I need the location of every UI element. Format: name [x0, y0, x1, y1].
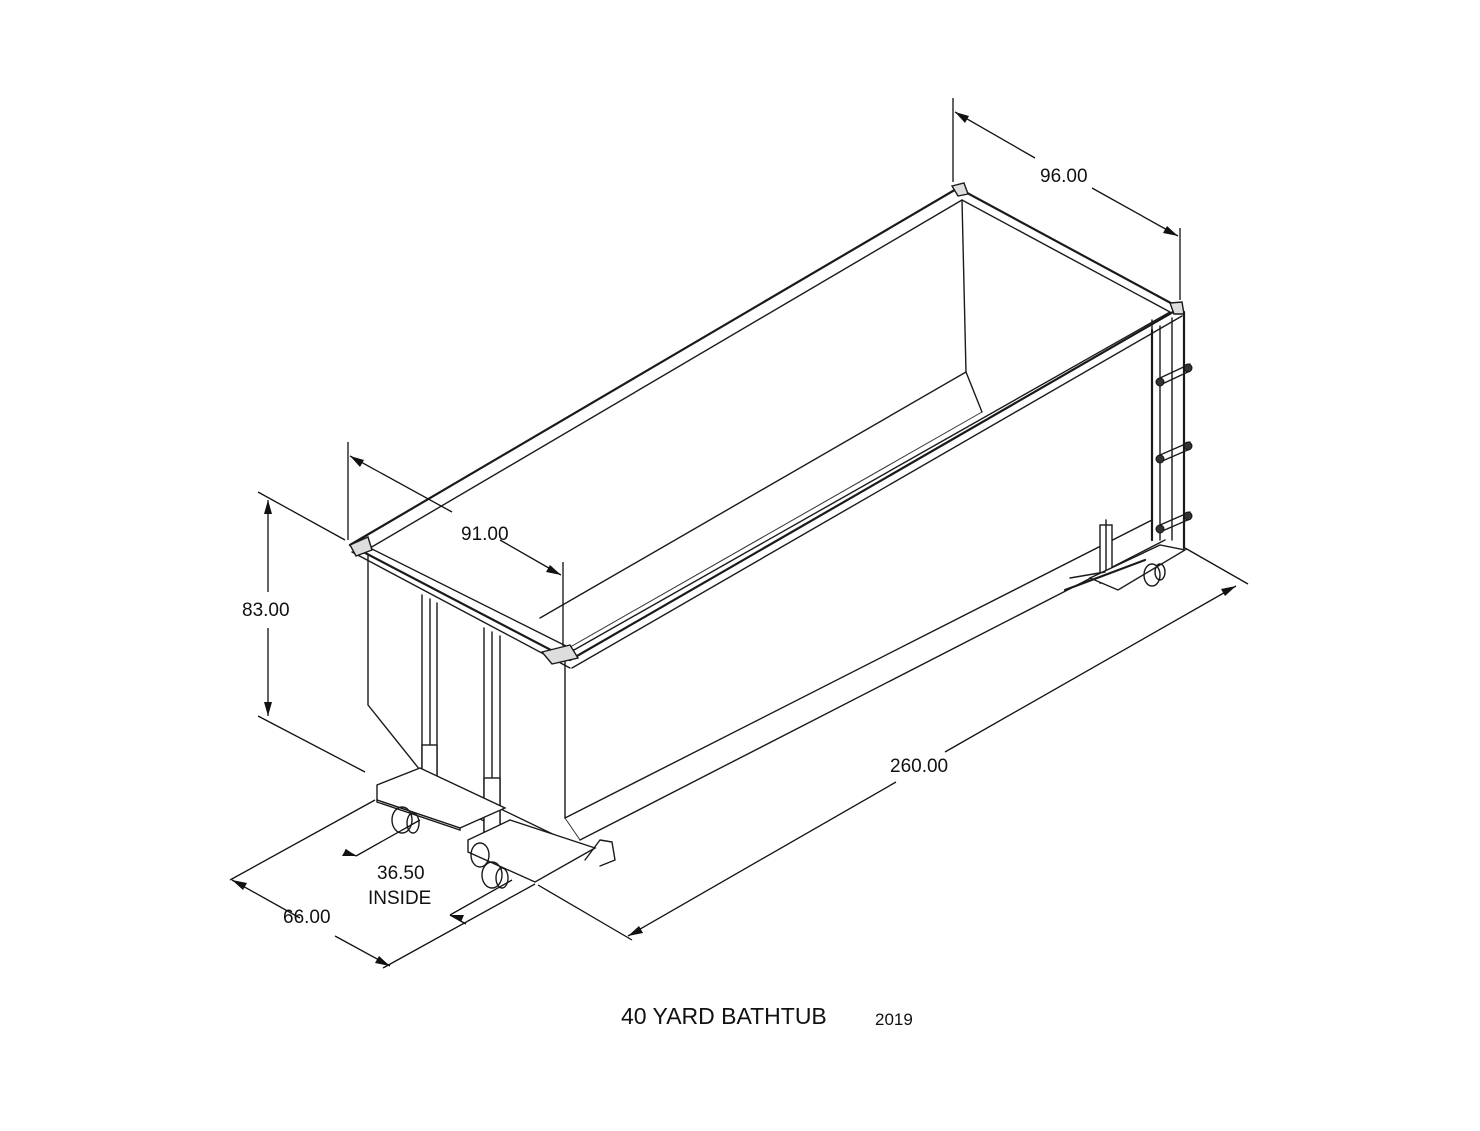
container-body	[348, 182, 1185, 861]
dimension-width: 96.00	[952, 98, 1181, 300]
width-label: 96.00	[1040, 166, 1088, 187]
front-wheels	[391, 806, 616, 889]
dimension-inner-width: 91.00	[347, 442, 564, 646]
height-label: 83.00	[242, 600, 290, 621]
rail-spacing-label: 36.50	[377, 863, 425, 884]
rail-spacing-note: INSIDE	[368, 888, 431, 909]
dimension-height: 83.00	[242, 491, 366, 773]
rail-width-label: 66.00	[283, 907, 331, 928]
rear-end-hardware	[1063, 310, 1193, 592]
drawing-title: 40 YARD BATHTUB	[621, 1003, 827, 1029]
length-label: 260.00	[890, 756, 948, 777]
inner-width-label: 91.00	[461, 524, 509, 545]
dimension-rail-width: 66.00	[229, 799, 536, 969]
dimension-length: 260.00	[537, 547, 1249, 941]
drawing-year: 2019	[875, 1010, 913, 1029]
title-block: 40 YARD BATHTUB 2019	[621, 1003, 913, 1029]
dimension-rail-spacing: 36.50 INSIDE	[342, 819, 513, 925]
